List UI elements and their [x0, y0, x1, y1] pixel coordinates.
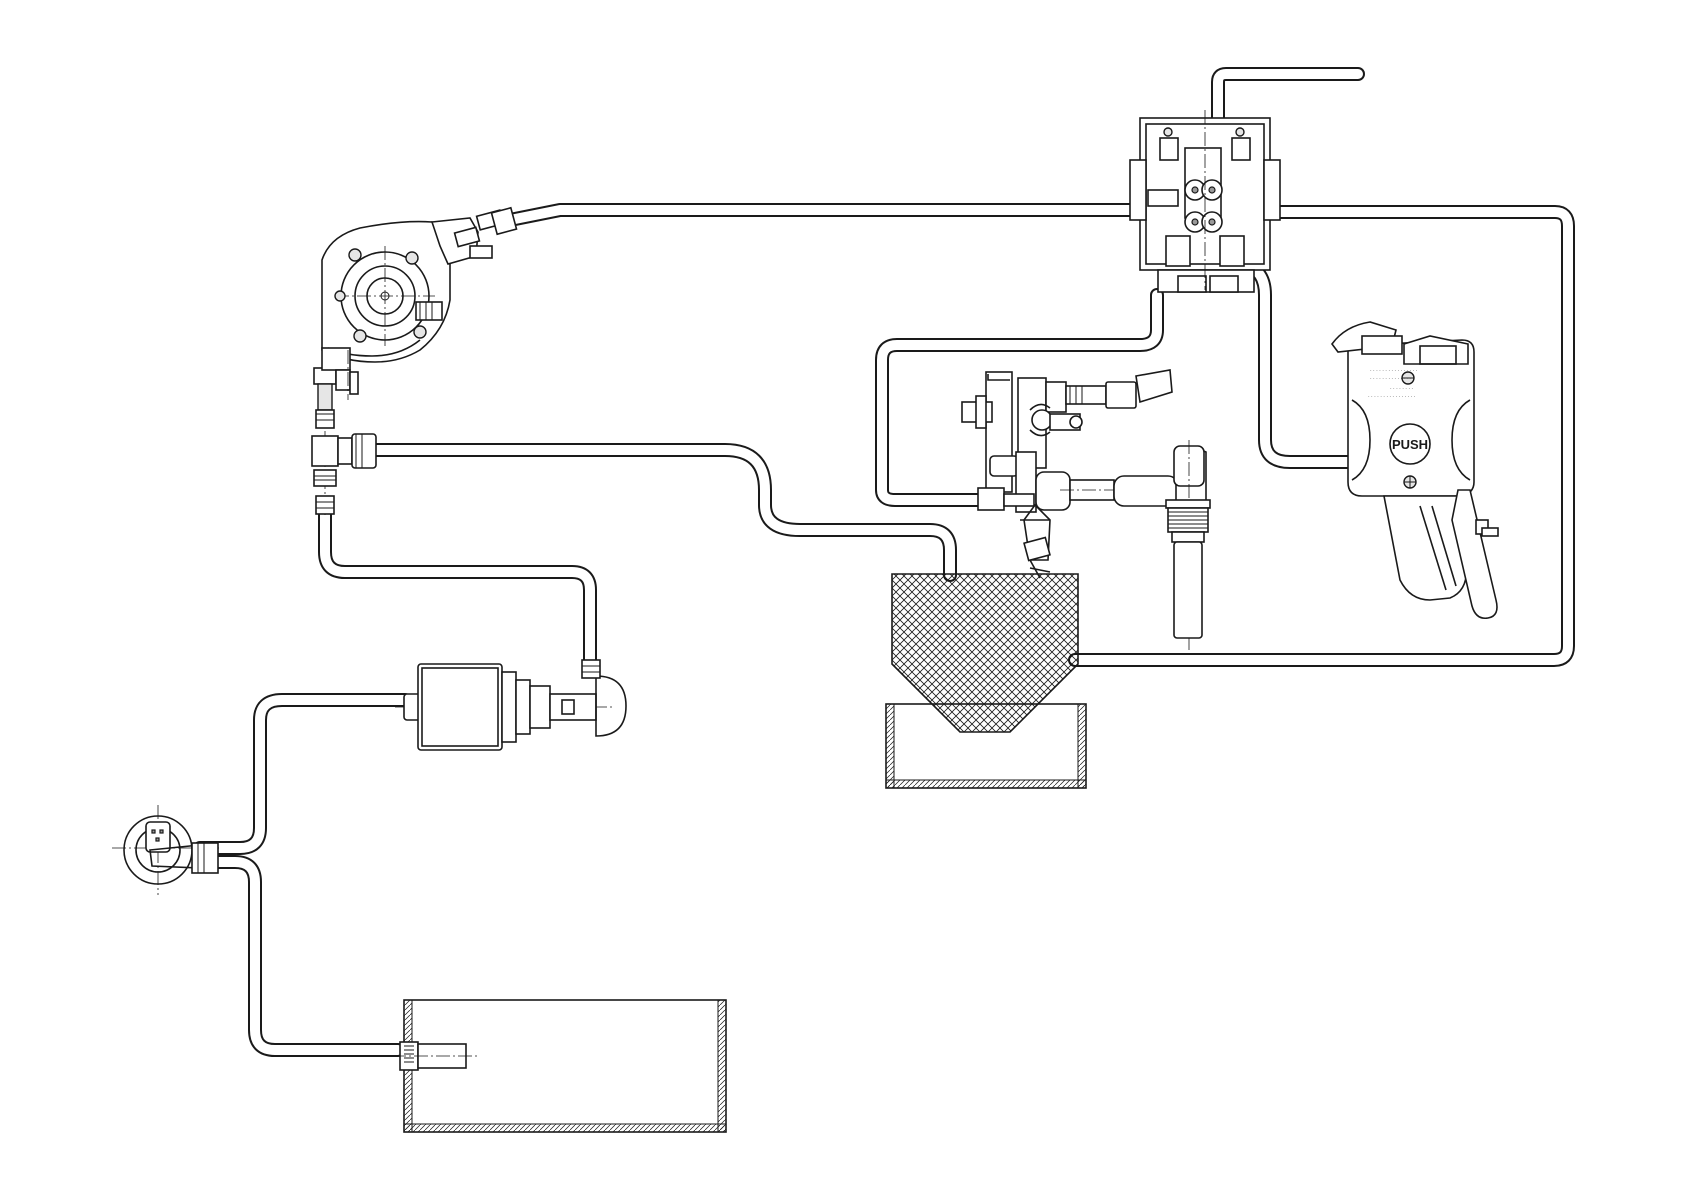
svg-text:· · · · · · · ·: · · · · · · · ·: [1390, 386, 1413, 392]
brew-group: · · · · · · · · · · · · · · · · · · · · …: [1332, 322, 1498, 618]
svg-text:· · · · · · · · · · · · · · ·: · · · · · · · · · · · · · · · ·: [1368, 394, 1416, 400]
pipe-pump-manifold: [325, 510, 590, 660]
svg-text:· · · · · · · · · · · · · · ·: · · · · · · · · · · · · · · ·: [1370, 376, 1415, 382]
brew-group-fine-print: · · · · · · · · · · · · · · · ·: [1370, 368, 1418, 374]
pipes: [200, 74, 1568, 1050]
grounds-container: [892, 574, 1078, 732]
pipe-tank-flowmeter: [200, 862, 398, 1050]
pipe-flowmeter-pump: [200, 700, 405, 848]
push-label: PUSH: [1392, 437, 1428, 452]
pump: [395, 660, 626, 750]
pipe-manifold-grounds: [370, 450, 950, 575]
water-tank: [392, 1000, 726, 1132]
flowmeter: [112, 805, 220, 895]
thermoblock-boiler: [322, 208, 517, 400]
three-way-valve: [1130, 110, 1280, 292]
